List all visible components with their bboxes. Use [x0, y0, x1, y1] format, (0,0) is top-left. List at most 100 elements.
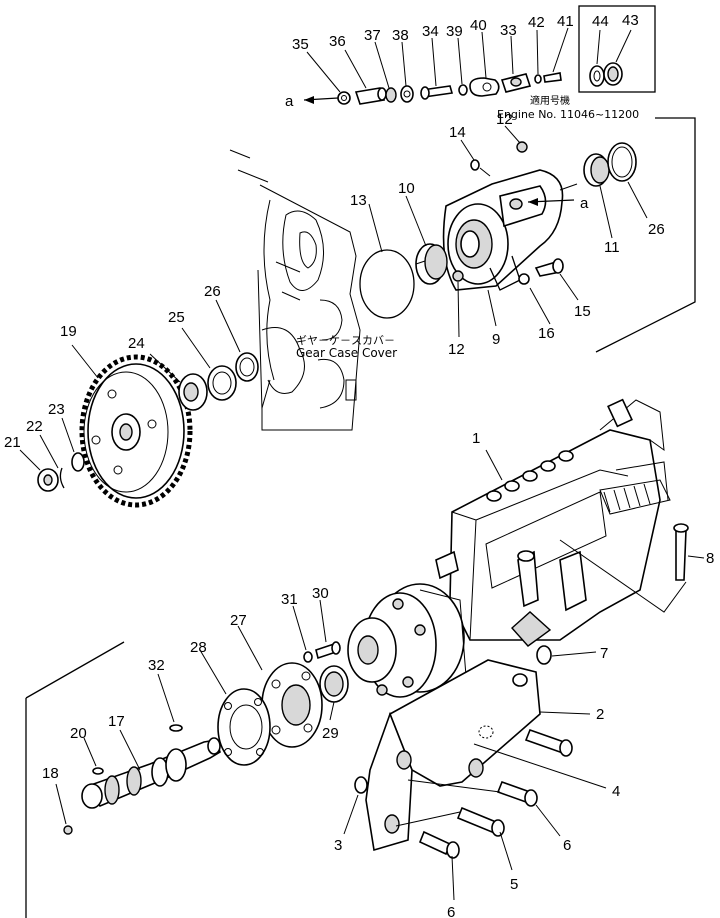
part-3-drawing	[354, 776, 368, 794]
part-label-29: 29	[322, 725, 339, 742]
part-label-32: 32	[148, 657, 165, 674]
part-label-35: 35	[292, 36, 309, 53]
part-label-2: 2	[596, 706, 604, 723]
part-26b-drawing	[235, 352, 259, 382]
part-21-drawing	[37, 468, 59, 492]
part-label-31: 31	[281, 591, 298, 608]
lower-left-bracket	[25, 641, 125, 699]
part-label-5: 5	[510, 876, 518, 893]
pump-flange-drawing	[347, 583, 467, 698]
part-5-drawing	[456, 806, 505, 837]
part-14-drawing	[470, 159, 480, 171]
gear-case-cover-outline	[229, 149, 361, 431]
part-label-3: 3	[334, 837, 342, 854]
part-37-drawing	[385, 87, 397, 103]
part-label-8: 8	[706, 550, 714, 567]
part-label-43: 43	[622, 12, 639, 29]
part-4-drawing	[524, 728, 573, 757]
part-15-drawing	[534, 258, 564, 277]
part-9-drawing	[442, 169, 564, 291]
part-label-30: 30	[312, 585, 329, 602]
part-label-19: 19	[60, 323, 77, 340]
part-label-1: 1	[472, 430, 480, 447]
bracket-leader-lines	[343, 449, 705, 901]
part-26a-drawing	[607, 142, 637, 182]
part-label-18: 18	[42, 765, 59, 782]
part-label-4: 4	[612, 783, 620, 800]
part-label-12a: 12	[496, 111, 513, 128]
part-label-28: 28	[190, 639, 207, 656]
part-label-26b: 26	[204, 283, 221, 300]
part-label-15: 15	[574, 303, 591, 320]
part-10-drawing	[415, 243, 448, 285]
arrow-to-a-housing	[527, 198, 575, 206]
part-34-drawing	[420, 85, 454, 100]
part-28-drawing	[217, 688, 271, 766]
gear-leader-lines	[19, 299, 241, 471]
ref-letter-a-housing: a	[580, 195, 589, 212]
part-label-9: 9	[492, 331, 500, 348]
inset-box	[578, 5, 656, 93]
part-6a-drawing	[496, 780, 538, 807]
part-25-drawing	[207, 365, 237, 401]
part-label-7: 7	[600, 645, 608, 662]
part-label-6b: 6	[447, 904, 455, 918]
part-16-drawing	[518, 273, 530, 285]
part-labels: 1 2 3 4 5 6 6 7 8 9 10 11 12 12 13 14 15…	[4, 12, 714, 918]
part-label-25: 25	[168, 309, 185, 326]
part-8-leader	[559, 539, 687, 613]
part-label-12b: 12	[448, 341, 465, 358]
part-label-17: 17	[108, 713, 125, 730]
part-7-drawing	[536, 645, 552, 665]
part-label-38: 38	[392, 27, 409, 44]
part-label-13: 13	[350, 192, 367, 209]
gear-case-cover-jp-label: ギヤ－ケ－スカバ－	[296, 334, 395, 347]
part-44-drawing	[589, 65, 605, 87]
part-23-drawing	[71, 452, 85, 472]
part-30-drawing	[315, 641, 341, 660]
part-label-33: 33	[500, 22, 517, 39]
part-label-6a: 6	[563, 837, 571, 854]
part-12b-drawing	[452, 270, 464, 282]
part-39-drawing	[458, 84, 468, 96]
part-33-drawing	[500, 73, 532, 93]
part-label-10: 10	[398, 180, 415, 197]
part-label-27: 27	[230, 612, 247, 629]
part-6b-drawing	[418, 830, 460, 859]
part-13-drawing	[359, 249, 415, 319]
part-40-drawing	[469, 77, 500, 97]
part-43-drawing	[603, 62, 623, 86]
part-42-drawing	[534, 74, 542, 84]
part-32-drawing	[169, 724, 183, 732]
part-27-drawing	[261, 662, 323, 748]
part-8-drawing	[673, 523, 689, 581]
part-19-gear-drawing	[79, 354, 193, 508]
part-label-37: 37	[364, 27, 381, 44]
part-22-drawing	[59, 467, 65, 489]
part-20-drawing	[92, 767, 104, 775]
ref-letter-a-top: a	[285, 93, 294, 110]
part-label-11: 11	[604, 239, 620, 256]
part-24-drawing	[178, 373, 208, 411]
part-36-drawing	[354, 87, 387, 105]
part-35-drawing	[337, 91, 351, 105]
part-2-bracket-drawing	[365, 659, 541, 852]
part-label-26a: 26	[648, 221, 665, 238]
part-18-drawing	[63, 825, 73, 835]
arrow-to-a-top	[303, 96, 339, 104]
part-label-42: 42	[528, 14, 545, 31]
part-label-22: 22	[26, 418, 43, 435]
part-12a-drawing	[516, 141, 528, 153]
applicability-en-label: Engine No. 11046~11200	[497, 108, 639, 121]
part-38-drawing	[400, 85, 414, 103]
part-label-16: 16	[538, 325, 555, 342]
part-label-36: 36	[329, 33, 346, 50]
part-31-drawing	[303, 651, 313, 663]
part-1-pump-drawing	[435, 398, 671, 647]
applicability-jp-label: 適用号機	[530, 94, 570, 107]
part-11-drawing	[583, 153, 610, 187]
part-41-drawing	[543, 72, 562, 83]
part-label-20: 20	[70, 725, 87, 742]
